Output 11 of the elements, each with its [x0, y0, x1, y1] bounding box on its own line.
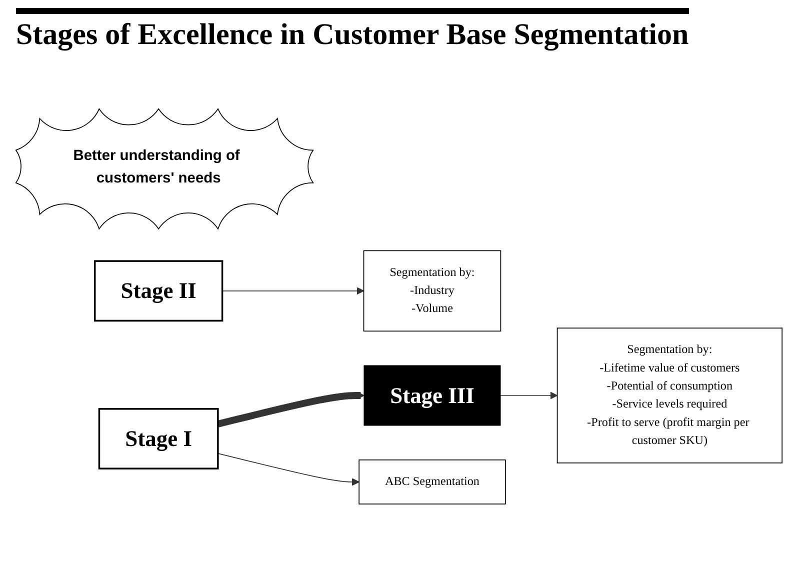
- arrow: [499, 391, 558, 399]
- node-box: ABC Segmentation: [358, 459, 506, 504]
- arrow: [216, 391, 364, 427]
- title: Stages of Excellence in Customer Base Segmentation: [16, 8, 689, 52]
- node-box: Stage III: [363, 364, 500, 426]
- node-box: Segmentation by: -Lifetime value of customers -Potential of consumption -Service levels required -Profit to serve (profit margin per customer SKU): [556, 327, 782, 463]
- arrow: [221, 286, 364, 294]
- node-box: Stage II: [94, 260, 223, 322]
- node-box: Stage I: [98, 408, 218, 469]
- arrow: [217, 452, 359, 486]
- node-box: Segmentation by: -Industry -Volume: [362, 250, 501, 332]
